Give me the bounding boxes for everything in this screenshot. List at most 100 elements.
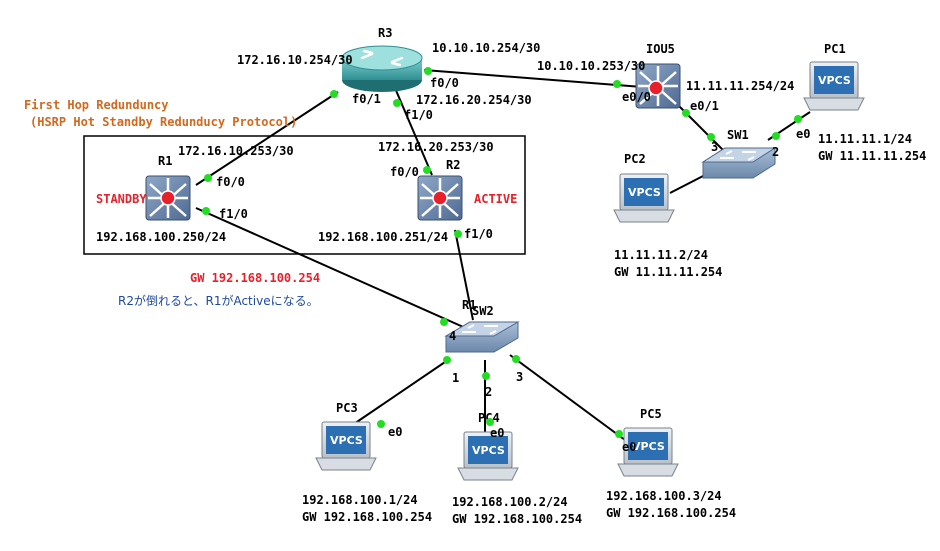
port-label: e0	[490, 426, 504, 440]
l3-switch-r1[interactable]: R1 STANDBY	[96, 154, 191, 221]
vpcs-label: VPCS	[330, 434, 363, 447]
pc-pc2[interactable]: VPCS PC2 11.11.11.2/24 GW 11.11.11.254	[613, 152, 722, 279]
pc-pc4[interactable]: VPCS PC4 192.168.100.2/24 GW 192.168.100…	[452, 411, 582, 526]
vpcs-icon: VPCS	[803, 61, 865, 111]
port-dot	[707, 133, 715, 141]
ip-label-r2-lan: 192.168.100.251/24	[318, 230, 448, 244]
link-r3-r1[interactable]	[195, 91, 339, 186]
vpcs-icon: VPCS	[613, 173, 675, 223]
port-dot	[393, 99, 401, 107]
device-name-sw1: SW1	[727, 128, 749, 142]
link-sw2-pc5[interactable]	[509, 354, 626, 441]
router-r3[interactable]: R3	[341, 26, 423, 92]
switch-sw1[interactable]: SW1	[701, 128, 777, 179]
port-dot	[440, 318, 448, 326]
l3-switch-icon	[145, 175, 191, 221]
port-label: 3	[711, 140, 718, 154]
link-sw1-pc2[interactable]	[669, 174, 706, 194]
port-label: f0/1	[352, 92, 381, 106]
annotation-title-line2: (HSRP Hot Standby Redunducy Protocol)	[30, 115, 297, 129]
link-sw2-pc3[interactable]	[344, 359, 449, 431]
l3-switch-iou5[interactable]: IOU5	[635, 42, 681, 109]
vpcs-icon: VPCS	[457, 431, 519, 481]
pc2-gw: GW 11.11.11.254	[614, 265, 722, 279]
vpcs-label: VPCS	[632, 440, 665, 453]
virtual-gateway-label: GW 192.168.100.254	[190, 271, 320, 285]
port-dot	[377, 420, 385, 428]
pc5-gw: GW 192.168.100.254	[606, 506, 736, 520]
port-dot	[204, 174, 212, 182]
port-dot	[423, 166, 431, 174]
port-label: e0	[796, 127, 810, 141]
pc4-gw: GW 192.168.100.254	[452, 512, 582, 526]
vpcs-label: VPCS	[472, 444, 505, 457]
switch-icon	[444, 321, 520, 353]
pc3-gw: GW 192.168.100.254	[302, 510, 432, 524]
port-label: 3	[516, 370, 523, 384]
ip-label-r3-f00: 10.10.10.254/30	[432, 41, 540, 55]
port-label: e0	[388, 425, 402, 439]
pc-pc3[interactable]: VPCS PC3 192.168.100.1/24 GW 192.168.100…	[302, 401, 432, 524]
ip-label-iou5-e00: 10.10.10.253/30	[537, 59, 645, 73]
port-dot	[443, 356, 451, 364]
port-label: 2	[485, 385, 492, 399]
port-dot	[682, 109, 690, 117]
port-dot	[424, 67, 432, 75]
port-label: f0/0	[216, 175, 245, 189]
ip-label-r3-f10: 172.16.20.254/30	[416, 93, 532, 107]
address-labels: 172.16.10.254/30 10.10.10.254/30 10.10.1…	[96, 41, 794, 244]
port-dot	[512, 355, 520, 363]
port-dot	[615, 430, 623, 438]
ip-label-iou5-lan: 11.11.11.254/24	[686, 79, 794, 93]
port-label: 1	[452, 371, 459, 385]
port-dot	[202, 207, 210, 215]
pc4-ip: 192.168.100.2/24	[452, 495, 568, 509]
ip-label-r1-lan: 192.168.100.250/24	[96, 230, 226, 244]
port-label: f1/0	[404, 108, 433, 122]
port-label: f1/0	[219, 207, 248, 221]
link-r1-sw2[interactable]	[195, 207, 471, 331]
device-name-pc5: PC5	[640, 407, 662, 421]
r2-role-label: ACTIVE	[474, 192, 517, 206]
pc-pc1[interactable]: VPCS PC1 11.11.11.1/24 GW 11.11.11.254	[803, 42, 926, 163]
pc-pc5[interactable]: VPCS PC5 192.168.100.3/24 GW 192.168.100…	[606, 407, 736, 520]
device-name-r2: R2	[446, 158, 460, 172]
device-name-pc1: PC1	[824, 42, 846, 56]
port-label: e0/1	[690, 99, 719, 113]
link-r3-r2[interactable]	[394, 87, 433, 176]
device-name-r1: R1	[158, 154, 172, 168]
port-dot	[613, 80, 621, 88]
port-dot	[772, 132, 780, 140]
vpcs-icon: VPCS	[617, 427, 679, 477]
port-label: 2	[772, 145, 779, 159]
link-endpoint-dots	[202, 67, 802, 438]
pc1-gw: GW 11.11.11.254	[818, 149, 926, 163]
port-label: f0/0	[430, 76, 459, 90]
ip-label-r1-f00: 172.16.10.253/30	[178, 144, 294, 158]
port-dot	[482, 372, 490, 380]
port-labels: f0/1 f0/0 f1/0 e0/0 e0/1 3 2 e0 f0/0 f0/…	[216, 76, 810, 454]
port-dot	[794, 115, 802, 123]
device-name-r3: R3	[378, 26, 392, 40]
device-name-sw2-overlap: R1	[462, 298, 476, 312]
l3-switch-r2[interactable]: R2 ACTIVE	[417, 158, 517, 221]
ip-label-r3-f01: 172.16.10.254/30	[237, 53, 353, 67]
device-name-sw2: SW2	[472, 304, 494, 318]
port-dot	[330, 90, 338, 98]
device-name-iou5: IOU5	[646, 42, 675, 56]
hsrp-group-box	[83, 135, 526, 255]
port-dot	[486, 418, 494, 426]
pc2-ip: 11.11.11.2/24	[614, 248, 708, 262]
device-name-pc2: PC2	[624, 152, 646, 166]
switch-sw2[interactable]: R1 SW2	[444, 298, 520, 353]
pc1-ip: 11.11.11.1/24	[818, 132, 912, 146]
link-r2-sw2[interactable]	[454, 229, 474, 321]
port-label: 4	[449, 329, 456, 343]
device-name-pc3: PC3	[336, 401, 358, 415]
router-icon	[341, 45, 423, 92]
ip-label-r2-f00: 172.16.20.253/30	[378, 140, 494, 154]
r1-role-label: STANDBY	[96, 192, 147, 206]
l3-switch-icon	[417, 175, 463, 221]
vpcs-label: VPCS	[628, 186, 661, 199]
